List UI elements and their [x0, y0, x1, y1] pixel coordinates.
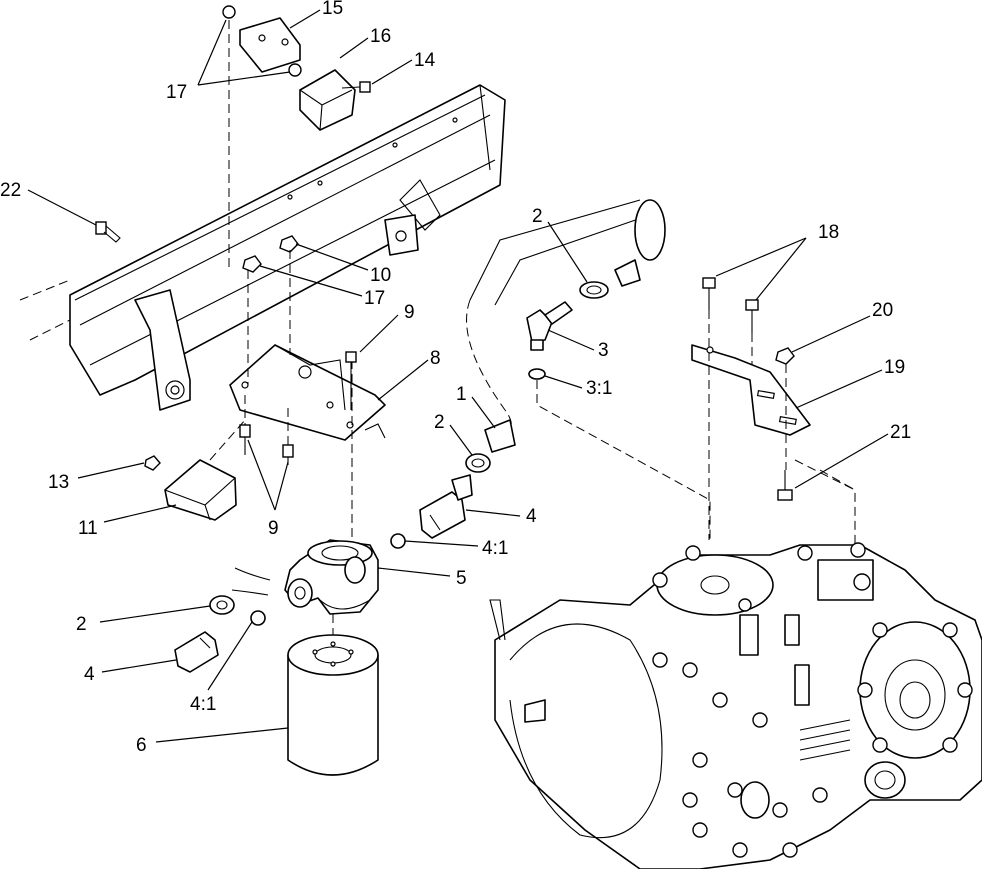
- hose-clamp-2-upper: [579, 281, 609, 299]
- leader-lines: [27, 9, 889, 743]
- nut-10: [279, 235, 299, 253]
- o-ring-3-1: [528, 368, 546, 380]
- callout-17-lower: 17: [364, 288, 385, 309]
- callout-4-1-right: 4:1: [482, 538, 508, 559]
- callout-labels: 15 16 14 17 22 10 17 9 8 2 3 3:1 1 2 18 …: [0, 0, 911, 756]
- callout-15: 15: [322, 0, 343, 19]
- callout-4-left: 4: [84, 664, 95, 685]
- callout-9-upper: 9: [404, 302, 415, 323]
- hose-clamp-2-lower: [209, 567, 271, 615]
- o-ring-4-1-left: [250, 610, 266, 626]
- callout-3-1: 3:1: [586, 378, 612, 399]
- callout-22: 22: [0, 180, 21, 201]
- hose-1: [466, 199, 666, 453]
- nut-17-lower: [242, 255, 262, 273]
- callout-4-1-left: 4:1: [190, 694, 216, 715]
- callout-13: 13: [48, 472, 69, 493]
- callout-6: 6: [136, 735, 147, 756]
- callout-2-upper: 2: [532, 206, 543, 227]
- transaxle-housing: [489, 380, 982, 869]
- o-ring-4-1-right: [390, 533, 406, 549]
- callout-16: 16: [370, 26, 391, 47]
- callout-17-upper: 17: [166, 82, 187, 103]
- callout-2-middle: 2: [434, 412, 445, 433]
- callout-1: 1: [456, 384, 467, 405]
- callout-18: 18: [818, 222, 839, 243]
- callout-2-lower: 2: [76, 614, 87, 635]
- callout-11: 11: [78, 518, 98, 539]
- callout-19: 19: [884, 357, 905, 378]
- fitting-4-left: [174, 631, 219, 673]
- relay-11: [144, 419, 246, 521]
- bolts-9-lower: [239, 395, 294, 465]
- relay-bracket-upper: [222, 5, 371, 270]
- nut-20: [775, 347, 795, 470]
- fitting-4-right: [419, 474, 473, 539]
- callout-10: 10: [370, 265, 391, 286]
- callout-20: 20: [872, 300, 893, 321]
- callout-8: 8: [430, 348, 441, 369]
- callout-5: 5: [456, 568, 467, 589]
- callout-21: 21: [890, 422, 911, 443]
- hose-clamp-2-middle: [465, 453, 491, 473]
- oil-filter-6: [287, 614, 379, 776]
- callout-9-lower: 9: [268, 518, 279, 539]
- filter-head-5: [284, 539, 379, 615]
- bolt-22: [95, 221, 121, 243]
- bolt-9-upper: [345, 351, 357, 410]
- filter-bracket: [229, 250, 386, 540]
- callout-14: 14: [414, 50, 436, 71]
- callout-4-right: 4: [526, 506, 537, 527]
- bolt-21: [777, 459, 856, 545]
- callout-3: 3: [598, 340, 609, 361]
- elbow-fitting-3: [526, 301, 573, 351]
- bolts-18: [702, 277, 759, 540]
- bracket-19: [691, 344, 811, 436]
